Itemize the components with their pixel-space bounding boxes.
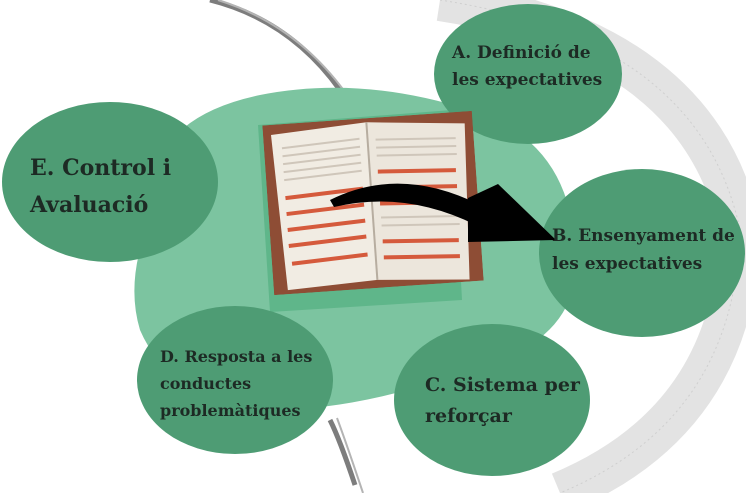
node-d-line3: problemàtiques [160,401,301,420]
ring-arc-top-left [209,0,343,92]
node-d-resposta: D. Resposta a les conductes problemàtiqu… [160,343,320,424]
node-b-line1: B. Ensenyament de [552,226,735,246]
node-d-line1: D. Resposta a les [160,347,313,366]
ring-arc-top-left-inner [217,0,346,93]
node-a-definicio: A. Definició de les expectatives [452,40,622,94]
node-e-line1: E. Control i [30,155,172,181]
node-e-line2: Avaluació [30,192,149,218]
bubble-a [434,4,622,144]
bubble-c [394,324,590,476]
node-c-line2: reforçar [425,405,512,427]
node-b-ensenyament: B. Ensenyament de les expectatives [552,222,742,278]
node-c-sistema: C. Sistema per reforçar [425,370,585,432]
ring-arc-bottom-inner [336,417,364,493]
node-a-line2: les expectatives [452,70,603,90]
bubble-d [137,306,333,454]
node-c-line1: C. Sistema per [425,374,580,396]
node-d-line2: conductes [160,374,252,393]
arrow-icon [330,183,480,225]
node-e-control: E. Control i Avaluació [30,150,200,224]
ring-arc-bottom [327,418,358,486]
bubble-b [539,169,745,337]
node-b-line2: les expectatives [552,254,703,274]
bubble-e [2,102,218,262]
arrowhead-icon [468,184,556,242]
node-a-line1: A. Definició de [452,43,591,63]
